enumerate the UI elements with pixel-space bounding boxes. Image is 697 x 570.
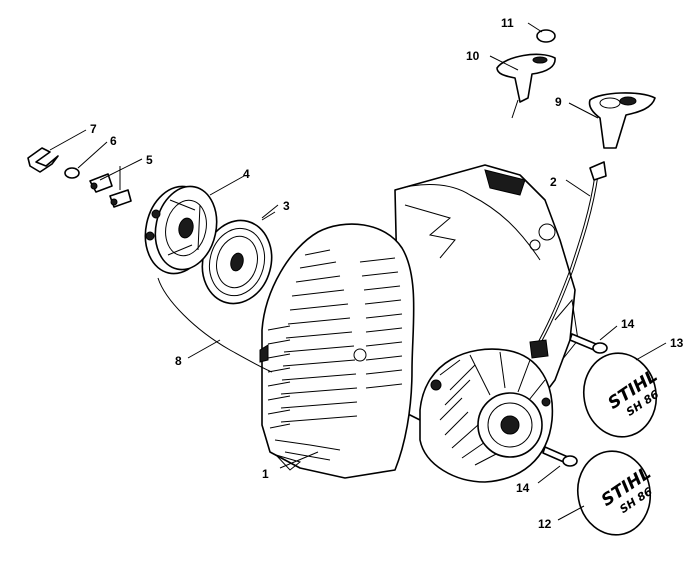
callout-13: 13 bbox=[670, 336, 684, 350]
callout-14-upper: 14 bbox=[621, 317, 635, 331]
pawls bbox=[89, 173, 132, 208]
leader-lines bbox=[49, 22, 667, 521]
badge-upper: STIHL SH 86 bbox=[583, 352, 662, 438]
callout-3: 3 bbox=[283, 199, 290, 213]
callout-11: 11 bbox=[501, 16, 514, 30]
handle-cap bbox=[536, 29, 556, 43]
grip-cover bbox=[588, 92, 656, 149]
callout-9: 9 bbox=[555, 95, 562, 109]
callout-4: 4 bbox=[243, 167, 250, 181]
rope-rotor bbox=[144, 185, 218, 275]
callout-12: 12 bbox=[538, 517, 552, 531]
callout-8: 8 bbox=[175, 354, 182, 368]
callout-1: 1 bbox=[262, 467, 269, 481]
screw-upper bbox=[569, 333, 608, 354]
screw-lower bbox=[542, 446, 578, 467]
callout-14-lower: 14 bbox=[516, 481, 530, 495]
badge-lower: STIHL SH 86 bbox=[577, 450, 655, 536]
loose-rope bbox=[157, 277, 273, 373]
callout-5: 5 bbox=[146, 153, 153, 167]
starter-rope bbox=[529, 161, 607, 359]
callout-2: 2 bbox=[550, 175, 557, 189]
callout-6: 6 bbox=[110, 134, 117, 148]
washer bbox=[64, 167, 80, 179]
fan-housing bbox=[259, 164, 579, 483]
callout-10: 10 bbox=[466, 49, 480, 63]
callout-labels: 1 2 3 4 5 6 7 8 9 10 11 12 13 14 14 bbox=[90, 16, 684, 531]
spring-clip bbox=[27, 147, 59, 173]
callout-7: 7 bbox=[90, 122, 97, 136]
